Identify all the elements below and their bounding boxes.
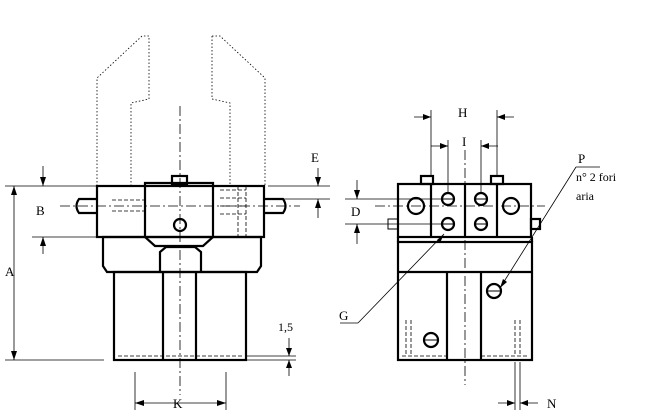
center-slot: [158, 245, 203, 272]
label-p: P: [578, 151, 585, 166]
dim-e: E: [268, 150, 330, 218]
front-view: A B E 1,5: [5, 35, 330, 411]
top-nub: [170, 174, 189, 186]
dim-a: A: [5, 185, 104, 361]
left-pin: [75, 197, 97, 215]
dim-n: N: [498, 362, 557, 411]
dim-label-h: H: [458, 105, 467, 120]
middle-band: [101, 235, 263, 274]
dim-d: D: [345, 180, 442, 244]
dim-label-k: K: [173, 396, 183, 411]
upper-body: [95, 184, 266, 239]
dim-label-a: A: [5, 264, 15, 279]
leader-p: P n° 2 fori aria: [499, 151, 617, 289]
dim-h: H: [414, 105, 514, 176]
dim-label-i: I: [462, 134, 466, 149]
dim-b: B: [32, 166, 103, 254]
dim-label-b: B: [36, 203, 45, 218]
dim-k: K: [134, 372, 227, 411]
side-view: H I D G: [339, 105, 617, 411]
dim-label-offset: 1,5: [278, 320, 293, 334]
hidden-lines-upper: [112, 186, 247, 237]
dim-offset: 1,5: [246, 320, 296, 376]
dim-label-e: E: [311, 150, 319, 165]
dim-i: I: [431, 134, 498, 192]
dim-label-n: N: [547, 396, 557, 411]
side-holes: [406, 191, 521, 232]
label-air-holes-1: n° 2 fori: [576, 170, 617, 184]
leader-g: G: [339, 233, 445, 324]
open-jaws-phantom: [96, 35, 266, 186]
label-g: G: [339, 308, 348, 323]
label-air-holes-2: aria: [576, 189, 595, 203]
dim-label-d: D: [351, 204, 360, 219]
